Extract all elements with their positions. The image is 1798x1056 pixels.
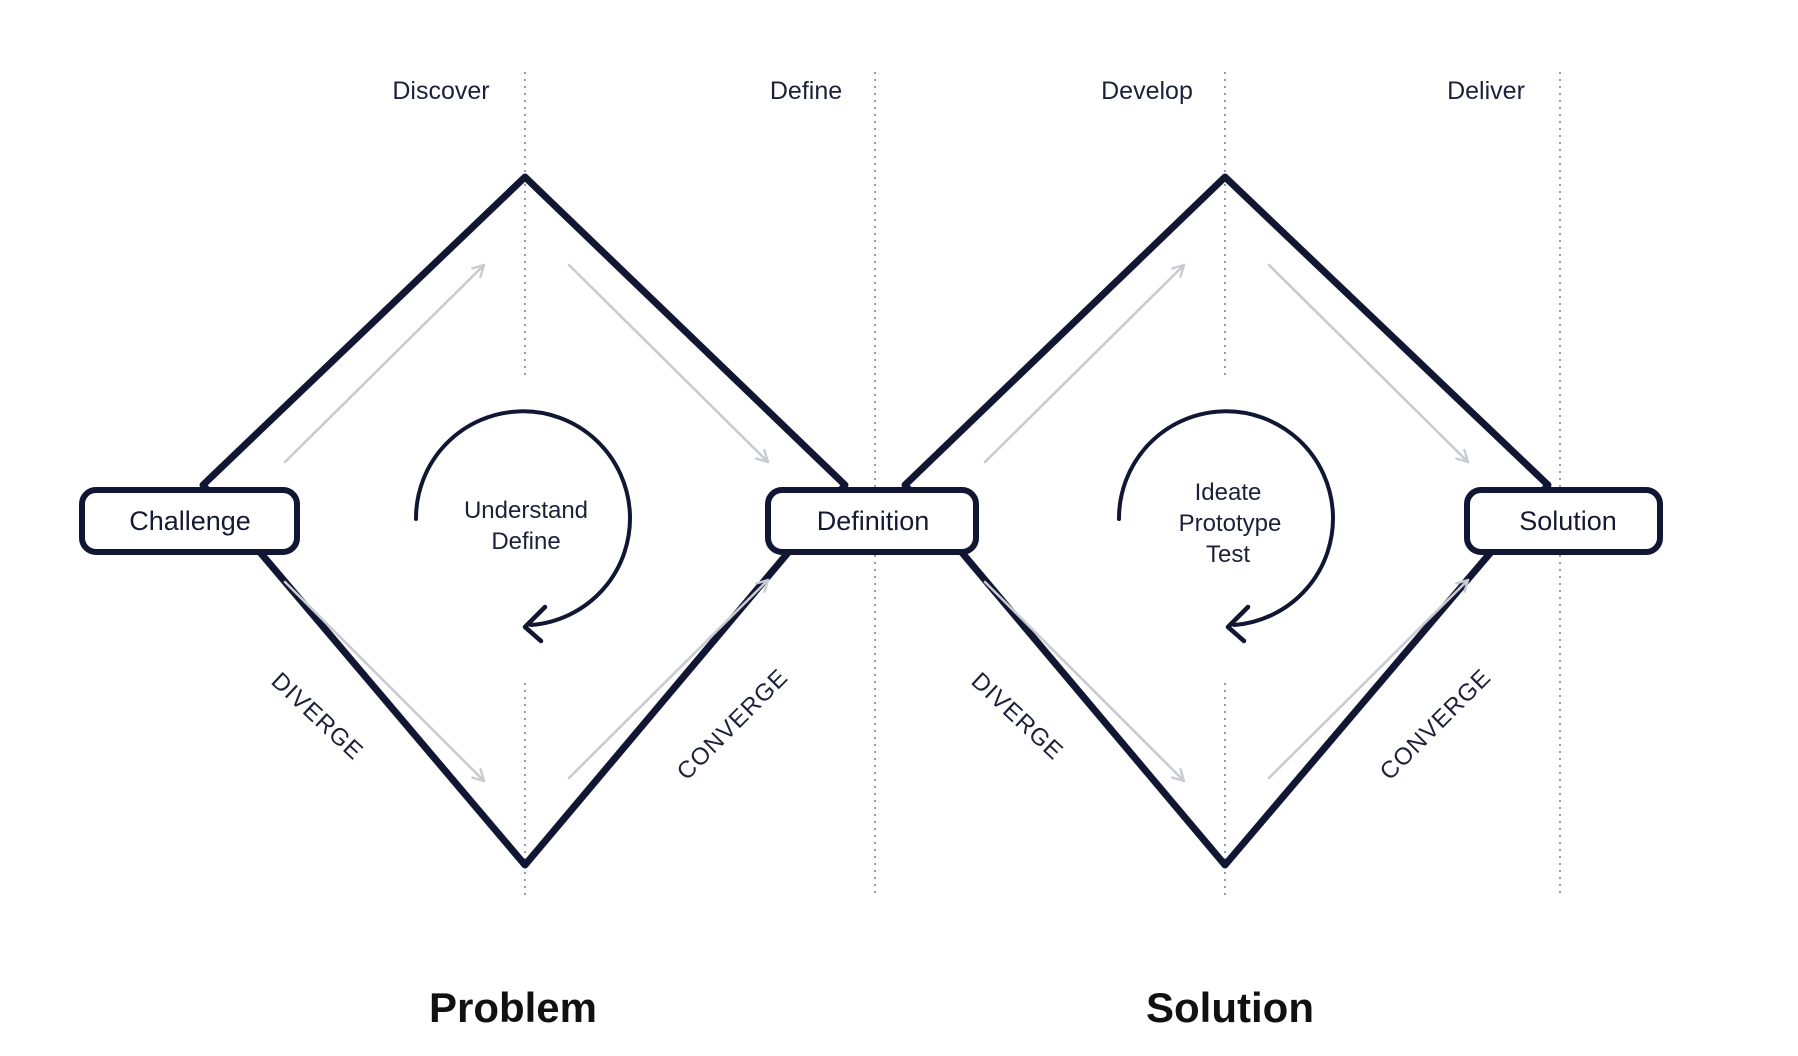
problem-diamond xyxy=(199,173,849,869)
flow-arrows xyxy=(283,263,1470,783)
solution-converge-label: CONVERGE xyxy=(1375,664,1497,786)
node-solution: Solution xyxy=(1464,487,1663,555)
arrow-problem-diverge-up xyxy=(283,263,486,464)
arrow-solution-converge-down xyxy=(1267,263,1470,464)
solution-loop-line-2: Prototype xyxy=(1179,510,1282,537)
problem-converge-label: CONVERGE xyxy=(672,664,794,786)
problem-loop-icon xyxy=(413,409,632,644)
node-definition: Definition xyxy=(765,487,979,555)
solution-loop-line-3: Test xyxy=(1206,541,1250,568)
stage-dividers xyxy=(524,72,1561,898)
node-challenge: Challenge xyxy=(79,487,300,555)
arrow-problem-diverge-down xyxy=(283,580,486,783)
arrow-problem-converge-up xyxy=(567,578,770,780)
stage-label-discover: Discover xyxy=(392,77,489,105)
stage-label-define: Define xyxy=(770,77,842,105)
stage-label-develop: Develop xyxy=(1101,77,1193,105)
solution-diverge-label: DIVERGE xyxy=(966,667,1069,765)
problem-diverge-label: DIVERGE xyxy=(266,667,369,765)
node-solution-label: Solution xyxy=(1519,506,1617,536)
problem-loop-line-2: Define xyxy=(491,528,560,555)
section-title-solution: Solution xyxy=(1146,984,1314,1031)
stage-label-deliver: Deliver xyxy=(1447,77,1525,105)
problem-loop-line-1: Understand xyxy=(464,497,588,524)
arrow-problem-converge-down xyxy=(567,263,770,464)
arrow-solution-diverge-down xyxy=(983,580,1186,783)
solution-loop-icon xyxy=(1116,409,1335,644)
arrow-solution-converge-up xyxy=(1267,578,1470,780)
arrow-solution-diverge-up xyxy=(983,263,1186,464)
solution-diamond xyxy=(901,173,1552,869)
solution-loop-line-1: Ideate xyxy=(1195,479,1262,506)
node-definition-label: Definition xyxy=(817,506,930,536)
node-challenge-label: Challenge xyxy=(129,506,251,536)
section-title-problem: Problem xyxy=(429,984,597,1031)
